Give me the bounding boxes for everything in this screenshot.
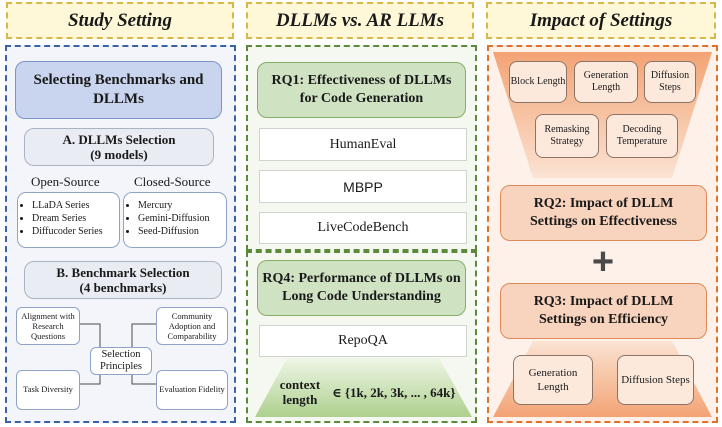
rq3-box: RQ3: Impact of DLLM Settings on Efficien… — [500, 283, 707, 339]
principle-community: Community Adoption and Comparability — [156, 307, 228, 345]
rq3-setting-diffusion-steps: Diffusion Steps — [617, 355, 694, 405]
closed-source-list: Mercury Gemini-Diffusion Seed-Diffusion — [123, 192, 227, 248]
benchmark-selection-title: B. Benchmark Selection — [56, 265, 190, 280]
setting-generation-length: Generation Length — [574, 61, 638, 103]
open-source-list: LLaDA Series Dream Series Diffucoder Ser… — [17, 192, 120, 248]
setting-decoding-temperature: Decoding Temperature — [606, 114, 678, 158]
rq2-title: RQ2: Impact of DLLM Settings on Effectiv… — [530, 196, 677, 229]
plus-icon: + — [591, 240, 615, 283]
list-item: Gemini-Diffusion — [138, 212, 226, 225]
list-item: LLaDA Series — [32, 199, 119, 212]
dllms-selection-box: A. DLLMs Selection (9 models) — [24, 128, 214, 166]
selecting-benchmarks-box: Selecting Benchmarks and DLLMs — [15, 61, 222, 119]
context-length-label: context length — [279, 377, 321, 407]
rq1-title: RQ1: Effectiveness of DLLMs for Code Gen… — [271, 73, 452, 106]
header-dllms-vs-ar: DLLMs vs. AR LLMs — [246, 2, 474, 39]
rq4-title: RQ4: Performance of DLLMs on Long Code U… — [262, 271, 461, 304]
open-source-label: Open-Source — [31, 174, 100, 189]
rq3-setting-generation-length: Generation Length — [513, 355, 593, 405]
list-item: Diffucoder Series — [32, 225, 119, 238]
rq3-title: RQ3: Impact of DLLM Settings on Efficien… — [533, 294, 674, 327]
selection-principles-node: Selection Principles — [90, 347, 152, 375]
closed-source-label: Closed-Source — [134, 174, 211, 189]
benchmark-selection-count: (4 benchmarks) — [79, 280, 167, 295]
list-item: Dream Series — [32, 212, 119, 225]
list-item: Mercury — [138, 199, 226, 212]
dllms-selection-title: A. DLLMs Selection — [62, 132, 176, 147]
rq2-box: RQ2: Impact of DLLM Settings on Effectiv… — [500, 185, 707, 241]
setting-remasking-strategy: Remasking Strategy — [535, 114, 599, 158]
dllms-selection-count: (9 models) — [90, 147, 148, 162]
principle-evaluation-fidelity: Evaluation Fidelity — [156, 370, 228, 410]
header-impact-of-settings: Impact of Settings — [486, 2, 716, 39]
benchmark-humaneval: HumanEval — [259, 128, 467, 161]
rq1-box: RQ1: Effectiveness of DLLMs for Code Gen… — [257, 62, 466, 118]
rq4-box: RQ4: Performance of DLLMs on Long Code U… — [257, 260, 466, 316]
setting-block-length: Block Length — [509, 61, 567, 103]
principle-alignment: Alignment with Research Questions — [16, 307, 80, 345]
context-length-set: ∈ {1k, 2k, 3k, ... , 64k} — [332, 385, 456, 400]
principle-task-diversity: Task Diversity — [16, 370, 80, 410]
benchmark-mbpp: MBPP — [259, 170, 467, 203]
list-item: Seed-Diffusion — [138, 225, 226, 238]
selecting-title: Selecting Benchmarks and DLLMs — [33, 72, 204, 107]
benchmark-livecodebench: LiveCodeBench — [259, 212, 467, 244]
benchmark-repoqa: RepoQA — [259, 325, 467, 357]
setting-diffusion-steps: Diffusion Steps — [644, 61, 696, 103]
header-study-setting: Study Setting — [6, 2, 234, 39]
benchmark-selection-box: B. Benchmark Selection (4 benchmarks) — [24, 261, 222, 299]
